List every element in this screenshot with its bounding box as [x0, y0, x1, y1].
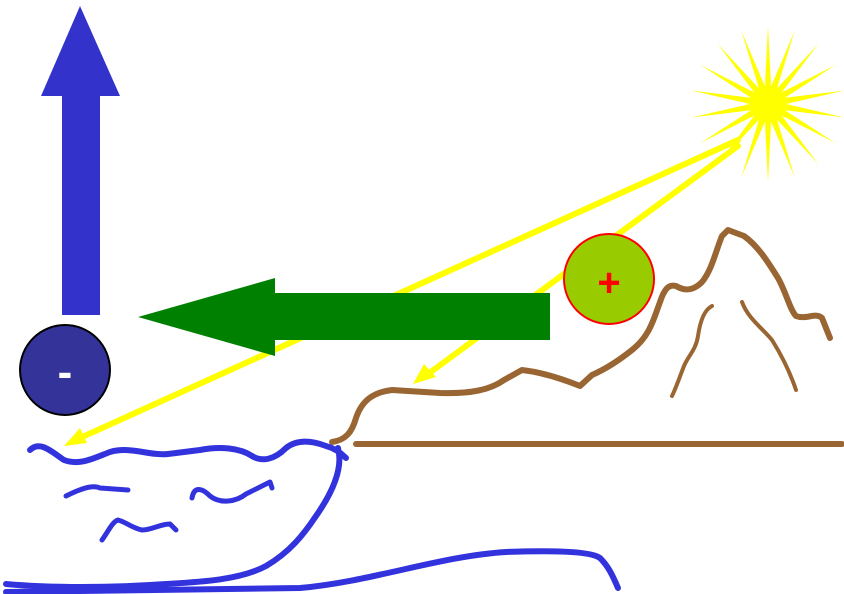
water-ripple-3 [102, 520, 176, 540]
mountain-crease-right [742, 302, 796, 390]
positive-charge-sign: + [597, 261, 620, 305]
light-ray-long-arrowhead [64, 428, 87, 446]
water-icon [6, 442, 618, 592]
water-ripple-1 [66, 487, 128, 496]
negative-charge: - [20, 325, 110, 415]
positive-charge: + [564, 234, 654, 324]
arrow-left-icon [138, 278, 550, 356]
water-ripple-2 [192, 482, 272, 501]
negative-charge-sign: - [58, 348, 73, 397]
mountain-crease-left [672, 306, 712, 396]
sun-rays [691, 26, 844, 182]
sun-icon [691, 26, 844, 182]
water-surface [30, 442, 346, 462]
water-shore [6, 448, 339, 587]
arrow-up-icon [41, 6, 120, 315]
